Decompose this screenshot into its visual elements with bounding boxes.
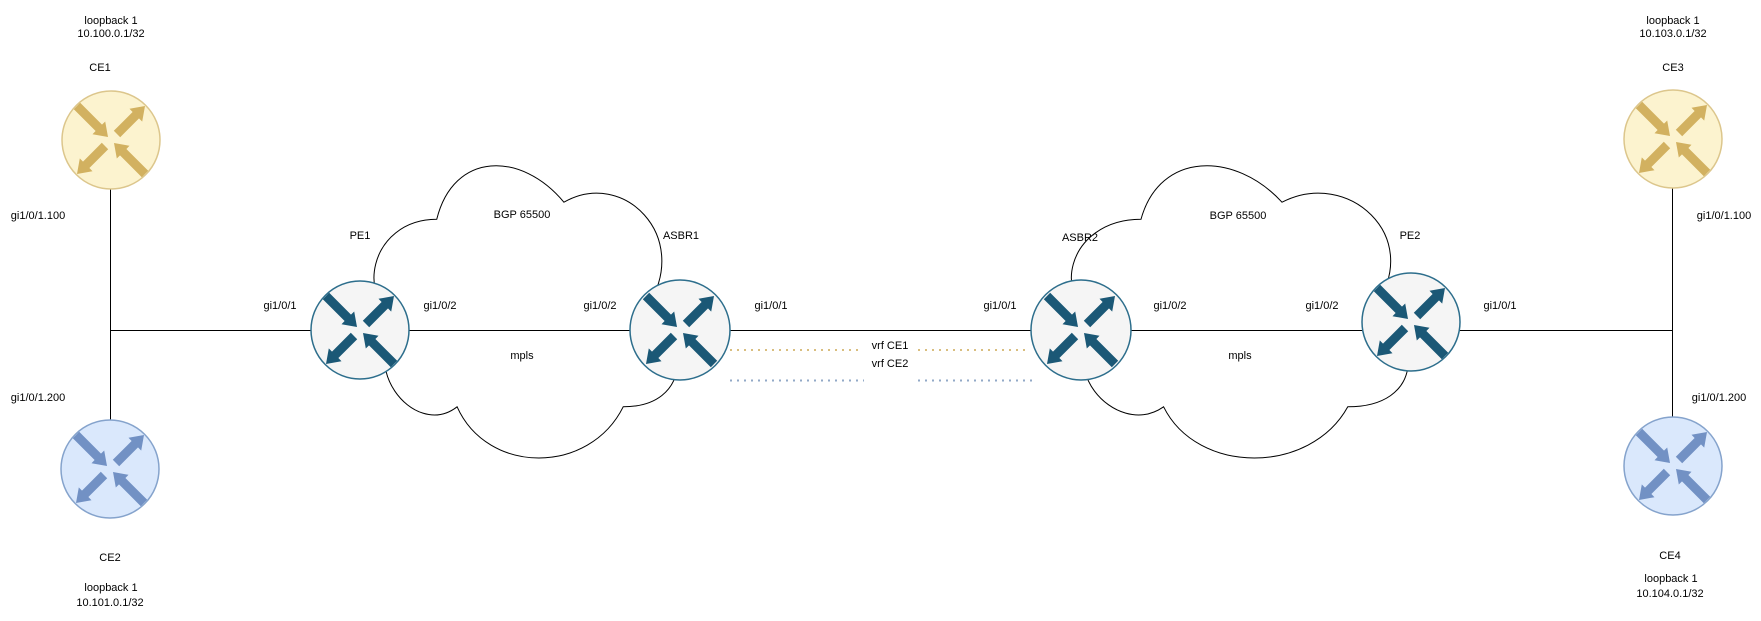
asbr1-if-right-label: gi1/0/1: [754, 300, 787, 312]
router-body: [60, 419, 160, 519]
router-asbr2: [1030, 279, 1132, 381]
ce2-name-label: CE2: [99, 552, 120, 564]
ce4-loopback-label: loopback 1: [1644, 573, 1697, 585]
router-pe1: [310, 280, 410, 380]
router-body: [1030, 279, 1132, 381]
pe1-name-label: PE1: [350, 230, 371, 242]
router-body: [310, 280, 410, 380]
ce4-loopback-ip: 10.104.0.1/32: [1636, 588, 1703, 600]
vrf-ce1-label: vrf CE1: [872, 340, 909, 352]
pe1-if-right-label: gi1/0/2: [423, 300, 456, 312]
ce3-loopback-label: loopback 1: [1646, 15, 1699, 27]
ce4-interface-label: gi1/0/1.200: [1692, 392, 1746, 404]
ce1-interface-label: gi1/0/1.100: [11, 210, 65, 222]
asbr2-if-left-label: gi1/0/1: [983, 300, 1016, 312]
pe1-if-left-label: gi1/0/1: [263, 300, 296, 312]
router-pe2: [1361, 272, 1461, 372]
router-ce2: [60, 419, 160, 519]
cloud-left-mpls-label: mpls: [510, 350, 534, 362]
router-body: [629, 279, 731, 381]
vrf-ce2-label: vrf CE2: [872, 358, 909, 370]
ce4-name-label: CE4: [1659, 550, 1680, 562]
router-asbr1: [629, 279, 731, 381]
asbr1-if-left-label: gi1/0/2: [583, 300, 616, 312]
ce3-loopback-ip: 10.103.0.1/32: [1639, 28, 1706, 40]
asbr2-if-right-label: gi1/0/2: [1153, 300, 1186, 312]
pe2-name-label: PE2: [1400, 230, 1421, 242]
pe2-if-left-label: gi1/0/2: [1305, 300, 1338, 312]
ce2-loopback-ip: 10.101.0.1/32: [76, 597, 143, 609]
ce1-name-label: CE1: [89, 62, 110, 74]
ce1-loopback-label: loopback 1: [84, 15, 137, 27]
router-ce1: [61, 90, 161, 190]
router-body: [1623, 89, 1723, 189]
pe2-if-right-label: gi1/0/1: [1483, 300, 1516, 312]
ce1-loopback-ip: 10.100.0.1/32: [77, 28, 144, 40]
ce3-interface-label: gi1/0/1.100: [1697, 210, 1751, 222]
asbr1-name-label: ASBR1: [663, 230, 699, 242]
router-body: [1361, 272, 1461, 372]
ce2-interface-label: gi1/0/1.200: [11, 392, 65, 404]
router-body: [1623, 416, 1723, 516]
cloud-right-mpls-label: mpls: [1228, 350, 1252, 362]
cloud-left-bgp-label: BGP 65500: [494, 209, 551, 221]
ce3-name-label: CE3: [1662, 62, 1683, 74]
ce2-loopback-label: loopback 1: [84, 582, 137, 594]
cloud-right-bgp-label: BGP 65500: [1210, 210, 1267, 222]
router-ce3: [1623, 89, 1723, 189]
router-body: [61, 90, 161, 190]
router-ce4: [1623, 416, 1723, 516]
asbr2-name-label: ASBR2: [1062, 232, 1098, 244]
